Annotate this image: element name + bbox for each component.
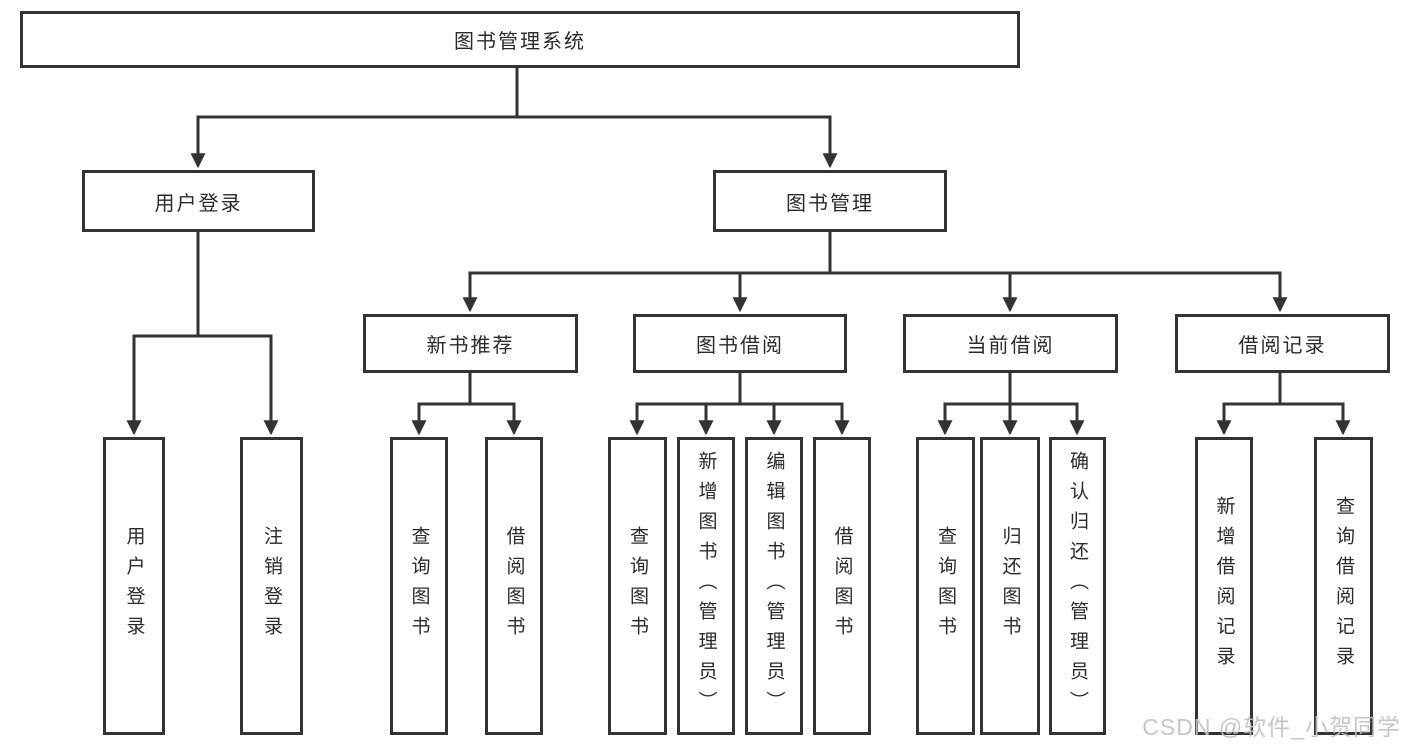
- csdn-watermark: CSDN @软件_小贺同学: [1142, 714, 1401, 740]
- node-label: 用户登录: [154, 192, 243, 215]
- node-label: 图书借阅: [696, 335, 784, 357]
- node-borrow-records: 借阅记录: [1175, 314, 1390, 373]
- node-label: 图书管理: [786, 192, 874, 215]
- node-label: 归还图书: [999, 526, 1021, 646]
- node-borrow-books: 借阅图书: [813, 437, 871, 735]
- node-label: 借阅记录: [1238, 335, 1327, 357]
- node-recommend-borrow-books: 借阅图书: [485, 437, 543, 735]
- node-label: 新书推荐: [426, 335, 515, 357]
- node-logout: 注销登录: [240, 437, 303, 735]
- node-label: 用户登录: [123, 526, 145, 646]
- node-current-query-books: 查询图书: [916, 437, 975, 735]
- node-label: 查询图书: [627, 526, 648, 646]
- node-new-book-recommend: 新书推荐: [363, 314, 578, 373]
- node-label: 借阅图书: [831, 526, 853, 646]
- node-user-login-leaf: 用户登录: [103, 437, 165, 735]
- node-label: 图书管理系统: [454, 31, 586, 53]
- node-user-login: 用户登录: [82, 170, 315, 232]
- node-label: 借阅图书: [503, 526, 525, 646]
- node-label: 新增借阅记录: [1213, 496, 1235, 676]
- node-label: 编辑图书（管理员）: [763, 451, 785, 721]
- node-return-books: 归还图书: [980, 437, 1040, 735]
- node-label: 当前借阅: [966, 335, 1055, 357]
- node-label: 查询图书: [408, 526, 430, 646]
- node-label: 注销登录: [261, 526, 282, 646]
- node-confirm-return-admin: 确认归还（管理员）: [1049, 437, 1106, 735]
- node-edit-books-admin: 编辑图书（管理员）: [745, 437, 803, 735]
- node-label: 确认归还（管理员）: [1067, 451, 1088, 721]
- node-query-borrow-record: 查询借阅记录: [1314, 437, 1373, 735]
- node-label: 查询借阅记录: [1333, 496, 1354, 676]
- node-book-borrow: 图书借阅: [633, 314, 847, 373]
- node-recommend-query-books: 查询图书: [390, 437, 448, 735]
- node-book-management: 图书管理: [713, 170, 947, 232]
- node-library-management-system: 图书管理系统: [20, 11, 1020, 68]
- node-current-borrow: 当前借阅: [903, 314, 1118, 373]
- node-label: 新增图书（管理员）: [695, 451, 717, 721]
- node-label: 查询图书: [935, 526, 956, 646]
- node-add-borrow-record: 新增借阅记录: [1195, 437, 1253, 735]
- node-add-books-admin: 新增图书（管理员）: [677, 437, 735, 735]
- node-borrow-query-books: 查询图书: [608, 437, 667, 735]
